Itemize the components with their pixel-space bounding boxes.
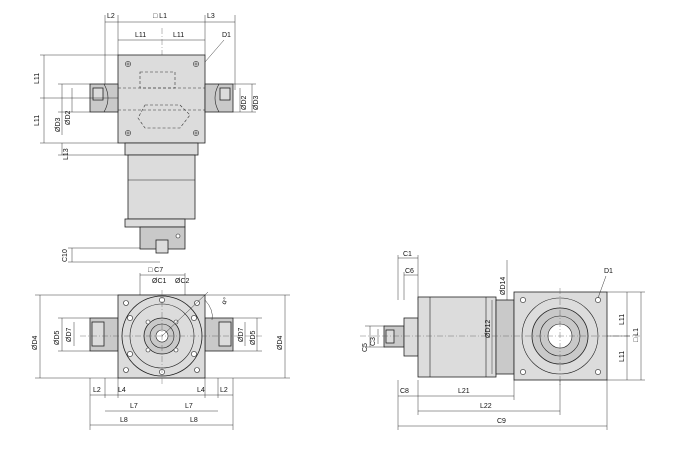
label-L13: L13 bbox=[63, 148, 70, 160]
label-D2-right: ØD2 bbox=[241, 96, 248, 111]
label-L11-right-top: L11 bbox=[173, 32, 184, 39]
label-C5: C5 bbox=[362, 343, 369, 352]
label-L2-top: L2 bbox=[107, 13, 115, 20]
label-L22: L22 bbox=[480, 403, 492, 410]
label-L11-side-upper: L11 bbox=[619, 314, 626, 325]
label-D3-left: ØD3 bbox=[55, 118, 62, 133]
housing-top bbox=[117, 54, 206, 144]
label-C1-dia: ØC1 bbox=[152, 278, 167, 285]
label-L7-left: L7 bbox=[130, 403, 138, 410]
label-L3-top: L3 bbox=[207, 13, 215, 20]
label-L1-top: □ L1 bbox=[153, 13, 167, 20]
label-D5-left: ØD5 bbox=[54, 331, 61, 346]
label-D1-top: D1 bbox=[222, 32, 231, 39]
label-L7-right: L7 bbox=[185, 403, 193, 410]
label-C8: C8 bbox=[400, 388, 409, 395]
label-L1-side: □ L1 bbox=[633, 328, 640, 342]
label-L8-right: L8 bbox=[190, 417, 198, 424]
label-D12: ØD12 bbox=[485, 320, 492, 338]
label-C9: C9 bbox=[497, 418, 506, 425]
label-C2-dia: ØC2 bbox=[175, 278, 190, 285]
label-C1: C1 bbox=[403, 251, 412, 258]
top-view: L2 □ L1 L3 L11 L11 D1 bbox=[34, 13, 260, 263]
label-C7: □ C7 bbox=[148, 267, 163, 274]
label-C3: C3 bbox=[370, 337, 377, 346]
label-L11-left-upper: L11 bbox=[34, 73, 41, 84]
label-C10: C10 bbox=[62, 249, 69, 262]
label-D7-left: ØD7 bbox=[66, 328, 73, 343]
label-angle: α° bbox=[220, 296, 230, 306]
label-L2-left-bottom: L2 bbox=[93, 387, 101, 394]
front-view: □ C7 ØC1 ØC2 ØD4 ØD4 ØD5 ØD7 ØD7 ØD5 bbox=[32, 267, 290, 430]
side-view: C1 C6 C5 C3 ØD12 ØD14 bbox=[360, 251, 645, 430]
label-D4-left: ØD4 bbox=[32, 336, 39, 351]
label-L2-right-bottom: L2 bbox=[220, 387, 228, 394]
label-D5-right: ØD5 bbox=[250, 331, 257, 346]
label-C6: C6 bbox=[405, 268, 414, 275]
label-D14: ØD14 bbox=[500, 277, 507, 295]
label-D4-right: ØD4 bbox=[277, 336, 284, 351]
label-D3-right: ØD3 bbox=[253, 96, 260, 111]
label-L4-right: L4 bbox=[197, 387, 205, 394]
label-D2-left: ØD2 bbox=[65, 111, 72, 126]
label-L21: L21 bbox=[458, 388, 470, 395]
label-L8-left: L8 bbox=[120, 417, 128, 424]
motor-flange-body bbox=[127, 154, 196, 220]
label-L11-side-lower: L11 bbox=[619, 351, 626, 362]
label-L11-left-top: L11 bbox=[135, 32, 146, 39]
label-L11-left-lower: L11 bbox=[34, 115, 41, 126]
label-L4-left: L4 bbox=[118, 387, 126, 394]
label-D1-side: D1 bbox=[604, 268, 613, 275]
label-D7-right: ØD7 bbox=[238, 328, 245, 343]
